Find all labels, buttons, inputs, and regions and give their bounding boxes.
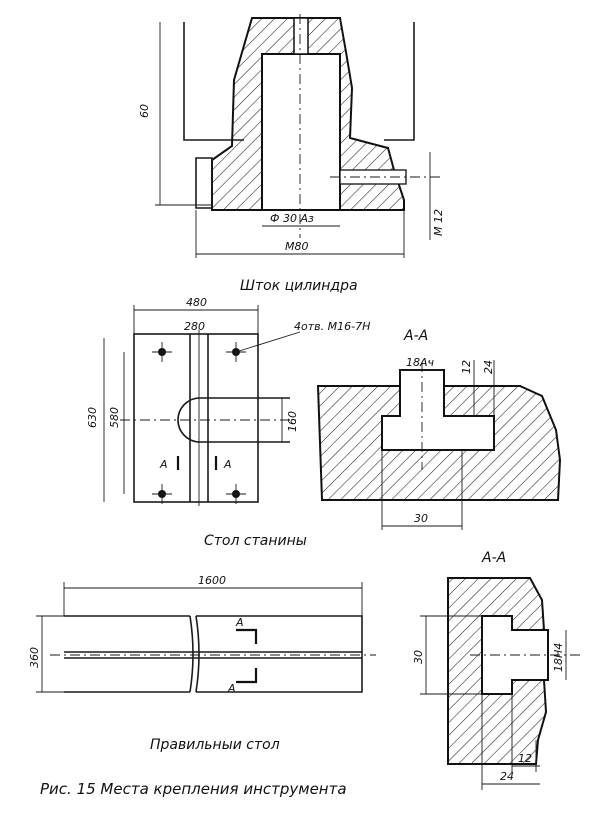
rod-thread-left <box>195 157 213 209</box>
straightening-table-plan: 1600 360 А А Правильныи стол <box>28 574 376 753</box>
straight-section-dim-24: 24 <box>500 770 514 783</box>
straight-section-mark-top: А <box>235 616 244 629</box>
rod-dim-thread-width: М80 <box>285 240 309 253</box>
bed-center-slot <box>177 397 290 443</box>
rod-dim-bore: Ф 30 Аз <box>270 212 314 225</box>
straight-section-dim-30: 30 <box>412 650 425 664</box>
bed-dim-inner-width: 280 <box>184 320 205 333</box>
rod-dim-side-thread: М 12 <box>432 209 445 236</box>
bed-plate-outline <box>133 333 259 503</box>
straight-section-title: А-А <box>481 550 506 566</box>
cylinder-body-right <box>384 22 415 141</box>
bed-table-plan: 480 280 4отв. М16-7Н 630 580 160 А А Сто… <box>86 296 370 549</box>
straight-dim-length: 1600 <box>198 574 226 587</box>
bed-dim-inner-height: 580 <box>108 407 121 428</box>
straight-section-dim-slot: 18Н4 <box>552 643 565 672</box>
straight-dim-width: 360 <box>28 647 41 668</box>
bed-section-dim-30: 30 <box>414 512 428 525</box>
bed-holes-note: 4отв. М16-7Н <box>294 320 370 333</box>
bed-section-dim-slot: 18Ач <box>406 356 435 369</box>
rod-dim-height: 60 <box>138 104 151 118</box>
straightening-section-view: А-А 30 18Н4 12 24 <box>412 550 580 790</box>
bed-section-mark-right: А <box>223 458 232 471</box>
bed-section-dim-12: 12 <box>460 360 473 374</box>
figure-caption: Рис. 15 Места крепления инструмента <box>40 780 347 798</box>
cylinder-body-left <box>183 22 244 141</box>
bed-dim-slot: 160 <box>286 411 299 432</box>
rod-caption: Шток цилиндра <box>240 278 358 294</box>
bed-section-dim-24: 24 <box>482 360 495 374</box>
bed-section-title: А-А <box>403 328 428 344</box>
straightening-table-outline <box>64 615 363 693</box>
bed-section-view: А-А 18Ач 12 24 30 <box>316 328 562 530</box>
bed-dim-height: 630 <box>86 407 99 428</box>
bed-caption: Стол станины <box>204 533 307 549</box>
rod-top-slot <box>293 17 309 55</box>
straight-caption: Правильныи стол <box>150 737 280 753</box>
rod-bore <box>261 53 341 211</box>
piston-rod-view: 60 Ф 30 Аз М80 М 12 Шток цилиндра <box>138 14 445 294</box>
straight-section-mark-bottom: А <box>227 682 236 695</box>
straight-section-dim-12: 12 <box>518 752 532 765</box>
bed-dim-width: 480 <box>186 296 207 309</box>
bed-section-mark-left: А <box>159 458 168 471</box>
